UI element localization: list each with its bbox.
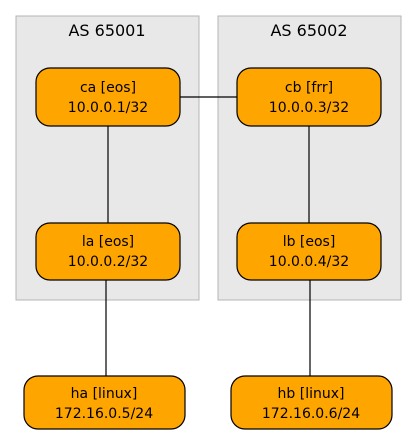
node-lb-address: 10.0.0.4/32 (269, 254, 349, 270)
node-lb-box[interactable] (236, 222, 382, 281)
node-ca-address: 10.0.0.1/32 (68, 100, 148, 116)
node-ca[interactable]: ca [eos] 10.0.0.1/32 (35, 67, 181, 127)
node-cb-name: cb [frr] (285, 80, 333, 96)
node-ha-address: 172.16.0.5/24 (55, 406, 153, 422)
node-cb-address: 10.0.0.3/32 (269, 100, 349, 116)
as-group-65002-label: AS 65002 (270, 21, 347, 40)
node-cb[interactable]: cb [frr] 10.0.0.3/32 (236, 67, 382, 127)
node-la[interactable]: la [eos] 10.0.0.2/32 (35, 222, 181, 281)
node-hb-name: hb [linux] (278, 386, 345, 402)
node-la-name: la [eos] (82, 234, 134, 250)
node-ha[interactable]: ha [linux] 172.16.0.5/24 (23, 375, 186, 430)
as-group-65001-label: AS 65001 (68, 21, 145, 40)
node-lb[interactable]: lb [eos] 10.0.0.4/32 (236, 222, 382, 281)
node-ha-name: ha [linux] (71, 386, 138, 402)
node-ha-box[interactable] (23, 375, 186, 430)
node-lb-name: lb [eos] (283, 234, 336, 250)
node-la-address: 10.0.0.2/32 (68, 254, 148, 270)
node-ca-box[interactable] (35, 67, 181, 127)
links (105, 96, 311, 376)
node-cb-box[interactable] (236, 67, 382, 127)
node-la-box[interactable] (35, 222, 181, 281)
node-hb-box[interactable] (230, 375, 393, 430)
node-ca-name: ca [eos] (80, 80, 136, 96)
node-hb[interactable]: hb [linux] 172.16.0.6/24 (230, 375, 393, 430)
node-hb-address: 172.16.0.6/24 (262, 406, 360, 422)
